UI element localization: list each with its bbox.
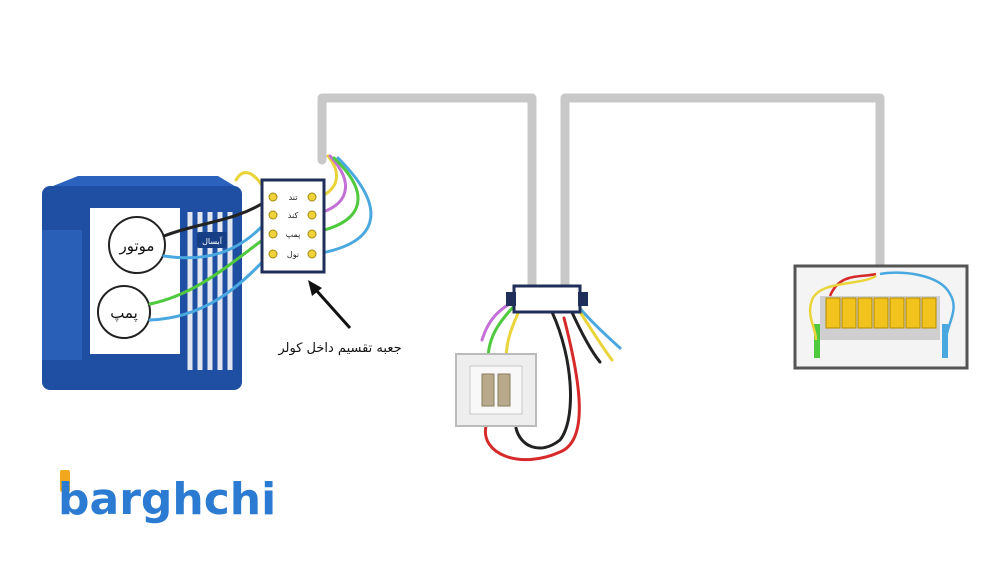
switch-rocker-left bbox=[481, 373, 495, 407]
cooler-brand-badge bbox=[197, 232, 227, 248]
cooler-brand-text: آبسال bbox=[202, 236, 223, 246]
junction-box-caption: جعبه تقسیم داخل کولر bbox=[277, 341, 401, 356]
wire-motor-blue bbox=[162, 218, 270, 260]
terminal-label-slow: کند bbox=[288, 211, 299, 220]
brand-logo: barghchi bbox=[58, 470, 276, 525]
cooler-top bbox=[48, 176, 238, 188]
breakers bbox=[825, 297, 937, 329]
wire-out-blue bbox=[314, 156, 373, 256]
terminal-bar-right bbox=[942, 324, 948, 358]
cooler-side-panel bbox=[42, 230, 82, 360]
wire-switch-black bbox=[514, 310, 572, 450]
terminal-bar-left bbox=[814, 324, 820, 358]
wall-box-frame bbox=[512, 284, 582, 314]
evaporative-cooler: آبسال موتور پمپ bbox=[42, 176, 242, 390]
conduit-left bbox=[317, 93, 537, 295]
wire-switch-red bbox=[483, 316, 581, 462]
conduits bbox=[317, 93, 885, 295]
wall-junction-box bbox=[506, 284, 588, 314]
switch-rocker-right bbox=[497, 373, 511, 407]
terminal-screws bbox=[268, 192, 317, 259]
brand-name: barghchi bbox=[58, 474, 276, 525]
breaker-panel bbox=[793, 264, 969, 370]
wire-pump-green bbox=[148, 234, 270, 306]
logo-plug-icon bbox=[60, 470, 70, 492]
motor-circle bbox=[108, 216, 166, 274]
cooler-junction-box: تند کند پمپ نول bbox=[260, 178, 326, 274]
wire-pump-blue bbox=[148, 254, 270, 322]
motor-label: موتور bbox=[119, 237, 155, 255]
terminal-label-pump: پمپ bbox=[286, 230, 301, 239]
terminal-label-fast: تند bbox=[289, 193, 298, 202]
cooler-wires bbox=[148, 171, 270, 322]
wire-motor-black bbox=[162, 198, 270, 238]
pump-label: پمپ bbox=[110, 304, 138, 323]
caption-arrow bbox=[308, 280, 352, 330]
wall-switch bbox=[455, 353, 537, 427]
conduit-right bbox=[560, 93, 885, 295]
pump-circle bbox=[97, 285, 151, 339]
wire-out-green bbox=[314, 156, 360, 234]
terminal-label-neutral: نول bbox=[287, 250, 299, 259]
panel-wires bbox=[808, 271, 955, 341]
